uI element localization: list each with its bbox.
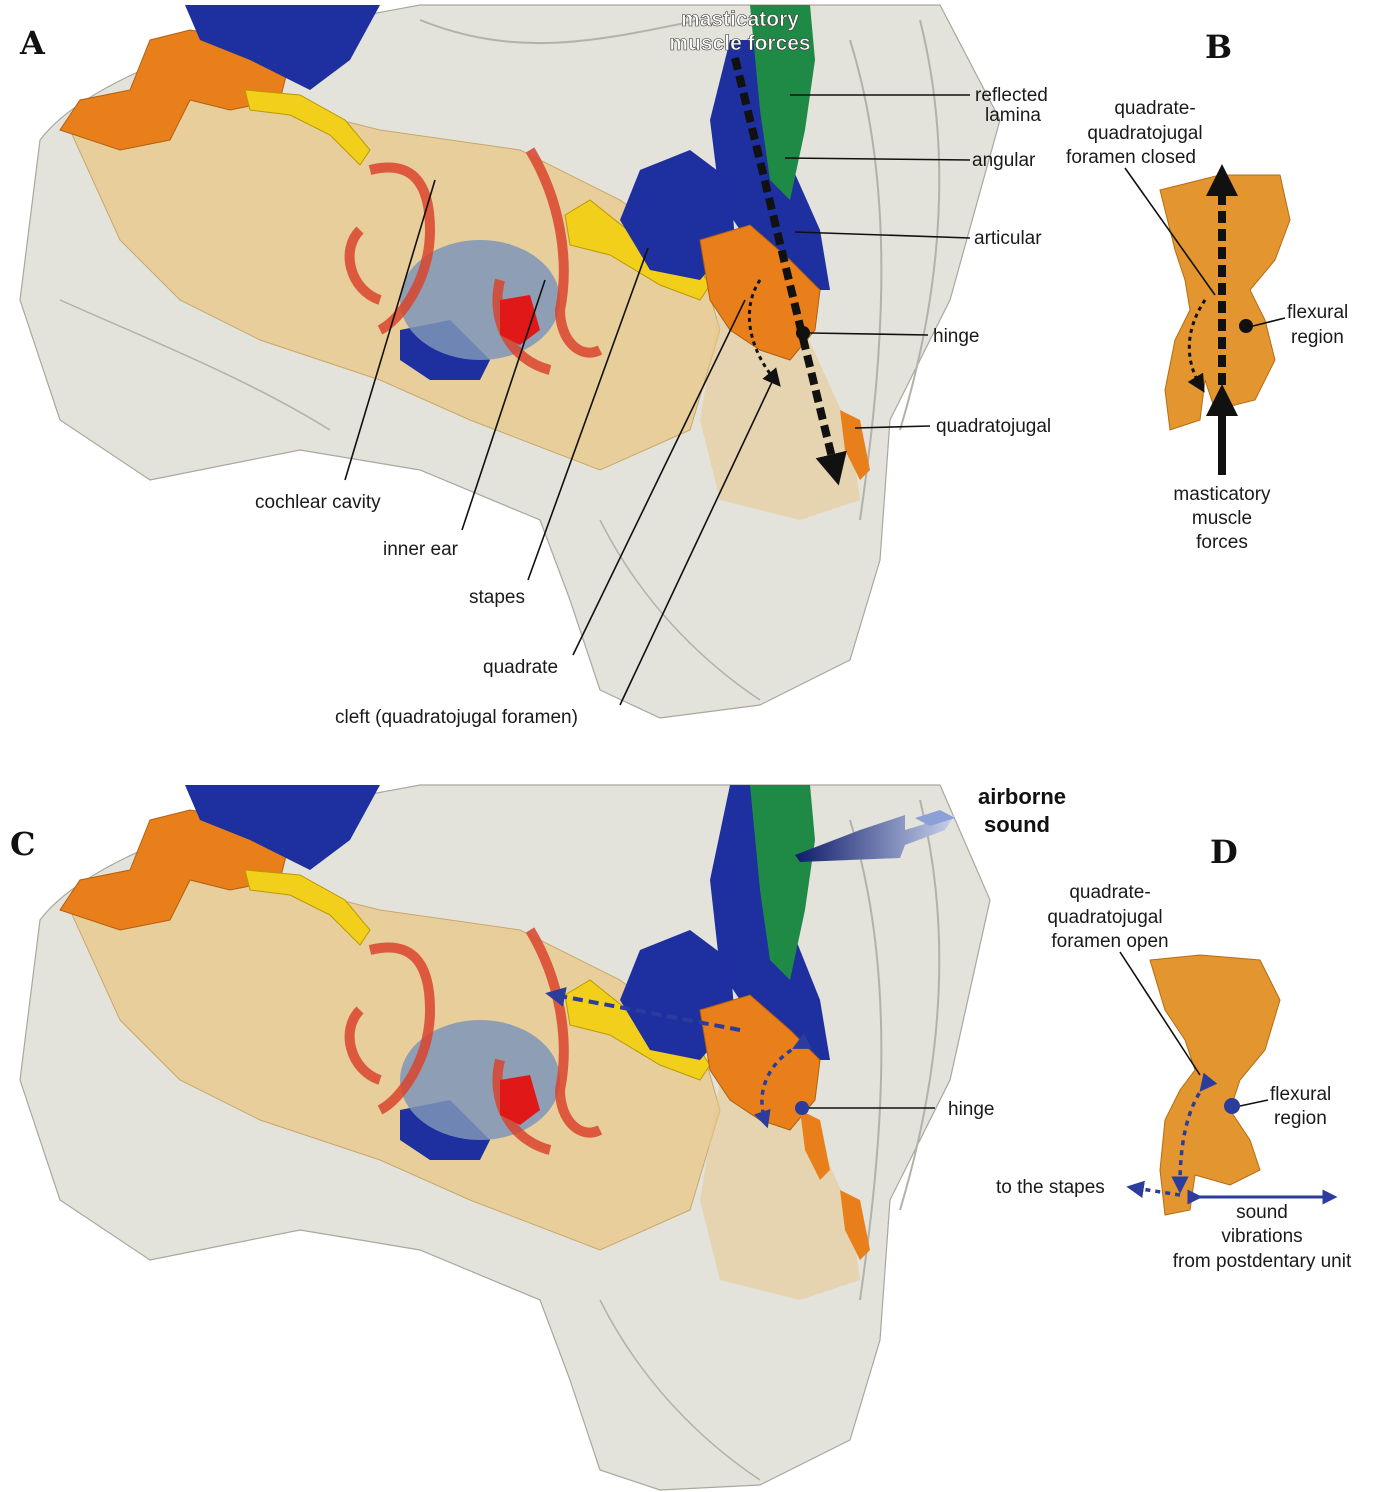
hinge-dot-a (796, 326, 810, 340)
inner-ear-label: inner ear (383, 539, 459, 560)
flexural-region-label-b-2: region (1291, 327, 1344, 348)
quadratojugal-label: quadratojugal (936, 416, 1051, 437)
reflected-lamina-label-2: lamina (985, 105, 1041, 126)
sound-vibrations-label-2: vibrations (1221, 1226, 1302, 1247)
flexural-dot-b (1239, 319, 1253, 333)
foramen-open-label-3: foramen open (1051, 931, 1168, 952)
airborne-sound-label-2: sound (984, 812, 1050, 837)
sound-vibrations-label-3: from postdentary unit (1173, 1251, 1352, 1272)
to-stapes-label: to the stapes (996, 1177, 1105, 1198)
forces-label-b-3: forces (1196, 532, 1248, 553)
reflected-lamina-label-1: reflected (975, 85, 1048, 106)
flexural-region-label-b-1: flexural (1287, 302, 1348, 323)
angular-label: angular (972, 150, 1036, 171)
panel-label-b: B (1205, 28, 1232, 66)
hinge-label-a: hinge (933, 326, 980, 347)
forces-label-b-2: muscle (1192, 508, 1252, 529)
panel-label-c: C (10, 825, 35, 863)
foramen-open-label-2: quadratojugal (1047, 907, 1162, 928)
cochlear-cavity-label: cochlear cavity (255, 492, 381, 513)
flexural-region-label-d-1: flexural (1270, 1084, 1331, 1105)
panel-label-a: A (19, 24, 46, 62)
foramen-closed-label-3: foramen closed (1066, 147, 1196, 168)
skull-illustration-c (20, 785, 990, 1490)
skull-illustration-a (20, 5, 1000, 718)
panel-label-d: D (1210, 833, 1238, 871)
hinge-label-c: hinge (948, 1099, 995, 1120)
foramen-closed-label-2: quadratojugal (1087, 123, 1202, 144)
flexural-dot-d (1224, 1098, 1240, 1114)
masticatory-label-a-1: masticatory (681, 8, 799, 31)
quadrate-isolated-d (1150, 955, 1280, 1215)
flexural-region-label-d-2: region (1274, 1108, 1327, 1129)
airborne-sound-label-1: airborne (978, 784, 1066, 809)
hinge-dot-c (795, 1101, 809, 1115)
sound-vibrations-label-1: sound (1236, 1202, 1288, 1223)
foramen-closed-label-1: quadrate- (1114, 98, 1195, 119)
foramen-open-label-1: quadrate- (1069, 882, 1150, 903)
forces-label-b-1: masticatory (1173, 484, 1271, 505)
masticatory-label-a-2: muscle forces (669, 32, 810, 55)
cleft-label: cleft (quadratojugal foramen) (335, 707, 578, 728)
articular-label: articular (974, 228, 1042, 249)
quadrate-label: quadrate (483, 657, 558, 678)
stapes-label: stapes (469, 587, 525, 608)
